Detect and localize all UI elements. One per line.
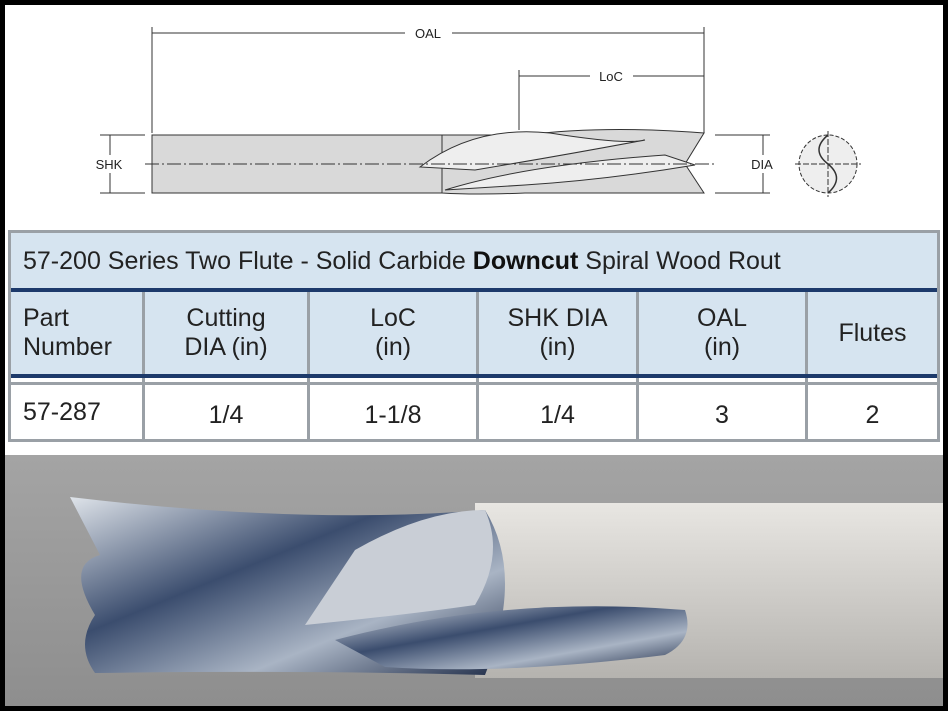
dia-label: DIA [751, 157, 773, 172]
tool-dimension-drawing: OAL LoC SHK DIA [96, 26, 861, 197]
cell-shk-dia: 1/4 [479, 385, 639, 439]
oal-label: OAL [415, 26, 441, 41]
cell-loc: 1-1/8 [310, 385, 479, 439]
header-shk-dia: SHK DIA(in) [479, 292, 639, 374]
product-sheet: OAL LoC SHK DIA 57-200 Series Two Flute … [5, 5, 943, 706]
spec-table: 57-200 Series Two Flute - Solid Carbide … [8, 230, 940, 442]
shk-label: SHK [96, 157, 123, 172]
router-bit-photo [5, 455, 943, 706]
table-title: 57-200 Series Two Flute - Solid Carbide … [11, 233, 937, 292]
cell-part-number: 57-287 [11, 385, 145, 439]
cell-flutes: 2 [865, 400, 880, 429]
header-flutes: Flutes [838, 318, 907, 347]
header-loc: LoC(in) [310, 292, 479, 374]
table-row: 57-287 1/4 1-1/8 1/4 3 2 [11, 385, 937, 442]
header-oal: OAL(in) [639, 292, 808, 374]
router-bit-side-view [151, 128, 705, 195]
cell-oal: 3 [639, 385, 808, 439]
cell-cutting-dia: 1/4 [145, 385, 310, 439]
end-view-icon [795, 131, 861, 197]
loc-label: LoC [599, 69, 623, 84]
